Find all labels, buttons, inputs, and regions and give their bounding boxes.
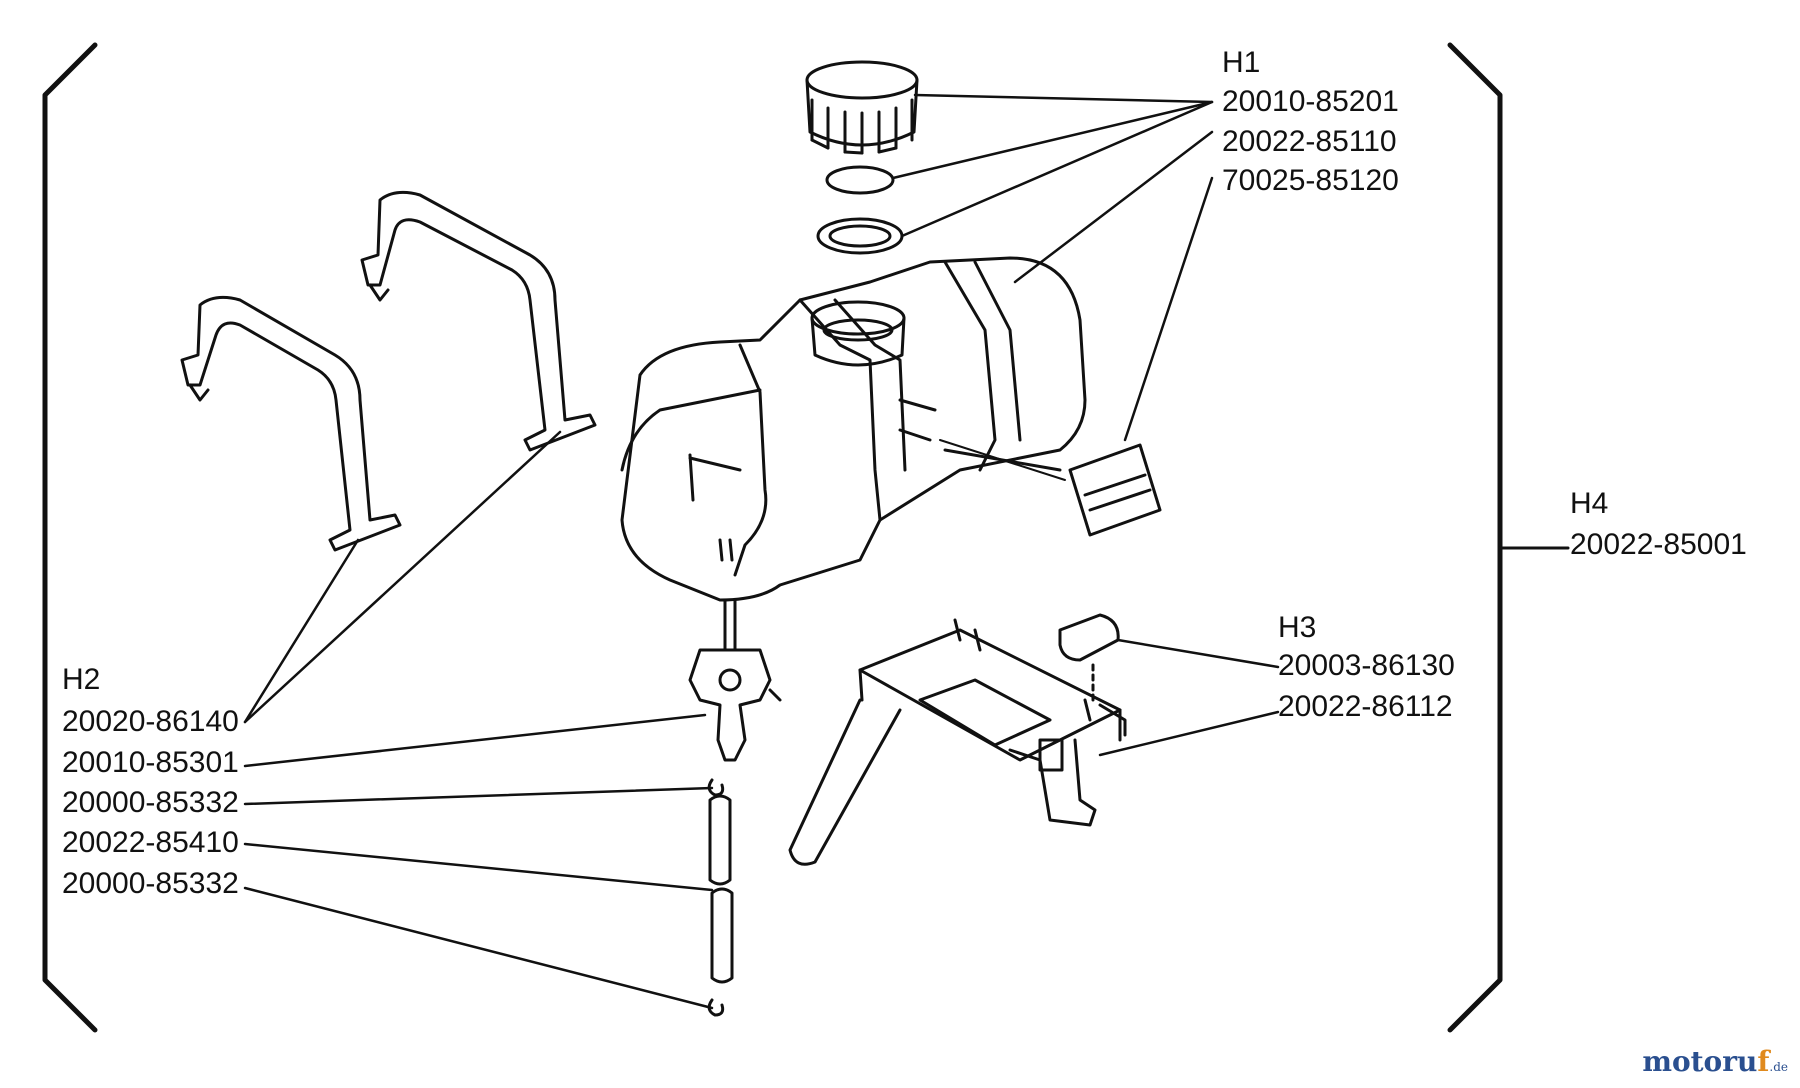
h3-part-1: 20003-86130	[1278, 649, 1455, 682]
filler-neck-drawing	[810, 300, 906, 367]
h3-leader-lines	[1098, 638, 1280, 757]
label-plate-drawing	[939, 439, 1162, 537]
watermark-suffix: .de	[1769, 1060, 1788, 1074]
h4-part-1: 20022-85001	[1570, 528, 1747, 561]
grommet-drawing	[1058, 613, 1120, 702]
h1-part-1: 20010-85201	[1222, 85, 1399, 118]
h2-part-4: 20022-85410	[62, 826, 239, 859]
filter-disc-drawing	[825, 165, 895, 195]
h3-part-2: 20022-86112	[1278, 690, 1453, 723]
h3-title: H3	[1278, 611, 1317, 644]
watermark-accent: f	[1757, 1045, 1770, 1078]
fuel-tank-drawing	[620, 256, 1087, 602]
fuel-cap-drawing	[805, 60, 919, 155]
h1-part-2: 20022-85110	[1222, 125, 1397, 158]
fuel-hose-upper-drawing	[708, 794, 732, 886]
h2-part-1: 20020-86140	[62, 705, 239, 738]
hose-clip-lower-drawing	[707, 998, 725, 1017]
h2-leader-lines	[243, 430, 714, 1010]
fuel-hose-lower-drawing	[710, 887, 734, 984]
h1-leader-lines	[891, 93, 1214, 442]
watermark-main: motoru	[1642, 1045, 1758, 1078]
h4-title: H4	[1570, 487, 1609, 520]
tank-bracket-drawing	[788, 618, 1127, 866]
h2-title: H2	[62, 663, 101, 696]
h2-part-2: 20010-85301	[62, 746, 239, 779]
h2-part-3: 20000-85332	[62, 786, 239, 819]
h1-part-3: 70025-85120	[1222, 164, 1399, 197]
fuel-cock-drawing	[688, 598, 782, 762]
tank-strap-rear-drawing	[360, 190, 597, 452]
right-bracket	[1447, 42, 1503, 1033]
hose-clip-upper-drawing	[707, 778, 725, 797]
left-bracket	[42, 42, 98, 1033]
h2-part-5: 20000-85332	[62, 867, 239, 900]
watermark: motoruf.de	[1642, 1045, 1788, 1078]
h1-title: H1	[1222, 46, 1261, 79]
tank-strap-front-drawing	[180, 295, 402, 552]
gasket-ring-drawing	[816, 217, 904, 255]
